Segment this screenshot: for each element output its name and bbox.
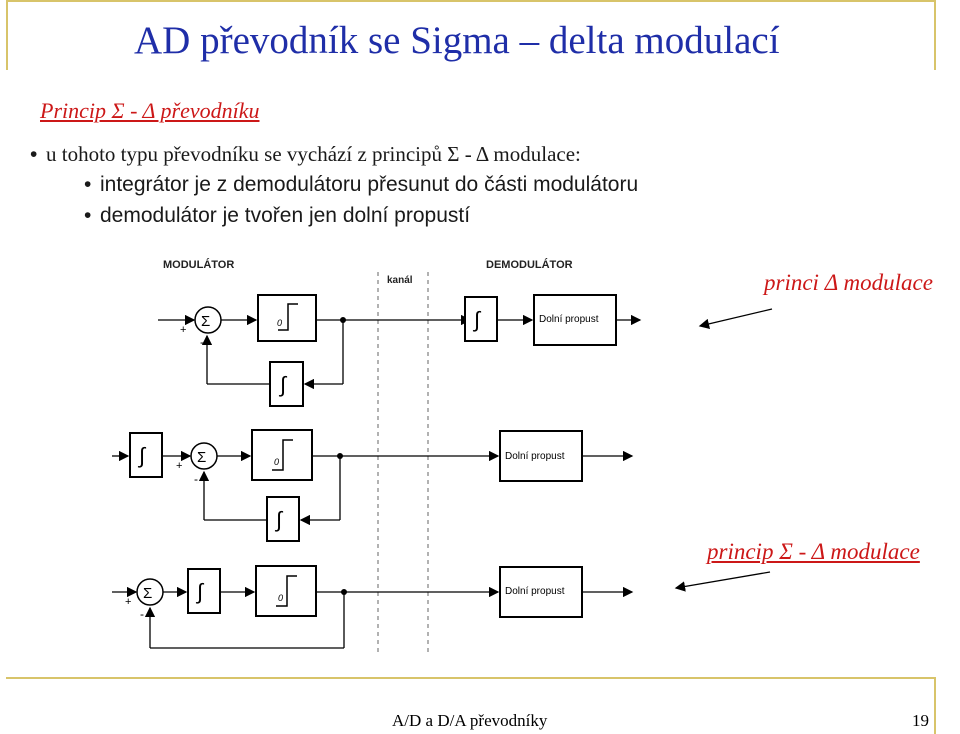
svg-text:Dolní propust: Dolní propust <box>539 314 599 325</box>
bullet-1-text: u tohoto typu převodníku se vychází z pr… <box>46 142 581 166</box>
integrator-block <box>187 568 221 614</box>
svg-text:∫: ∫ <box>195 579 205 604</box>
frame-left-line <box>6 0 8 70</box>
slide-title: AD převodník se Sigma – delta modulací <box>134 19 780 62</box>
demod-integrator-block <box>464 296 498 342</box>
svg-text:Σ: Σ <box>197 449 206 466</box>
annotation-arrow-top <box>698 308 773 329</box>
diagram-row-sigma-delta: + Σ - ∫ 0 Dolní propust <box>112 565 634 649</box>
svg-text:0: 0 <box>274 457 279 467</box>
integrator-block <box>269 361 304 407</box>
bullet-dot: • <box>30 143 38 166</box>
svg-text:0: 0 <box>278 593 283 603</box>
diagram-row-delta: + Σ - 0 ∫ ∫ Dolní propust <box>158 294 642 407</box>
svg-text:∫: ∫ <box>472 307 482 332</box>
footer-text: A/D a D/A převodníky <box>392 711 548 730</box>
annotation-sigma-delta: princip Σ - Δ modulace <box>707 539 920 564</box>
bullet-3-text: demodulátor je tvořen jen dolní propustí <box>100 204 471 227</box>
quantizer-block <box>251 429 313 481</box>
bullet-1: • u tohoto typu převodníku se vychází z p… <box>30 142 581 167</box>
quantizer-block <box>257 294 317 342</box>
svg-text:Σ: Σ <box>143 585 152 602</box>
frame-top-line <box>6 0 936 2</box>
footer-right-line <box>934 677 936 734</box>
frame-right-line <box>934 0 936 70</box>
integrator-block <box>266 496 300 542</box>
svg-text:-: - <box>194 472 198 486</box>
channel-label: kanál <box>387 275 413 286</box>
demodulator-label: DEMODULÁTOR <box>486 258 573 271</box>
lowpass-block <box>499 430 583 482</box>
annotation-delta: princi Δ modulace <box>764 270 933 295</box>
input-integrator-block <box>129 432 163 478</box>
bullet-dot: • <box>84 173 92 196</box>
bullet-2: • integrátor je z demodulátoru přesunut d… <box>84 173 638 197</box>
svg-text:∫: ∫ <box>137 443 147 468</box>
bullet-dot: • <box>84 204 92 227</box>
slide-subtitle: Princip Σ - Δ převodníku <box>40 98 260 123</box>
svg-text:+: + <box>176 460 182 472</box>
footer-line <box>6 677 936 679</box>
svg-text:∫: ∫ <box>274 507 284 532</box>
bullet-3: • demodulátor je tvořen jen dolní propust… <box>84 204 470 228</box>
svg-text:Σ: Σ <box>201 313 210 330</box>
diagram-row-intermediate: ∫ + Σ - 0 ∫ Dolní propust <box>112 429 634 542</box>
svg-text:-: - <box>140 607 144 621</box>
bullet-2-text: integrátor je z demodulátoru přesunut do… <box>100 173 639 196</box>
lowpass-block <box>499 566 583 618</box>
svg-text:-: - <box>200 335 204 349</box>
svg-text:Dolní propust: Dolní propust <box>505 586 565 597</box>
svg-text:0: 0 <box>277 318 282 328</box>
annotation-arrow-bottom <box>674 571 771 592</box>
svg-text:Dolní propust: Dolní propust <box>505 451 565 462</box>
quantizer-block <box>255 565 317 617</box>
modulator-label: MODULÁTOR <box>163 258 234 271</box>
svg-text:+: + <box>180 324 186 336</box>
page-number: 19 <box>912 711 929 730</box>
svg-text:+: + <box>125 596 131 608</box>
svg-text:∫: ∫ <box>278 372 288 397</box>
